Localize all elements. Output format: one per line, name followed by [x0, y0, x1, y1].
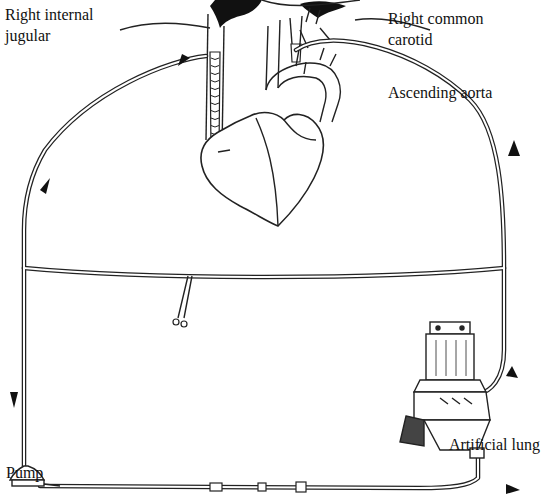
- vessel-label: Right internal jugular: [5, 4, 115, 46]
- heart-septum: [256, 118, 278, 226]
- clamp-ring: [173, 319, 179, 325]
- line-fittings: [210, 482, 306, 492]
- neck-line: [120, 23, 210, 30]
- vessel-label: Right common carotid: [388, 8, 498, 50]
- aortic-arch: [266, 63, 340, 122]
- tubing: [24, 41, 504, 488]
- heart: [201, 113, 323, 226]
- vessel-label: Ascending aorta: [388, 82, 538, 103]
- vein-wall: [206, 14, 208, 140]
- artery-wall: [290, 18, 292, 44]
- device-label: Pump: [6, 462, 43, 483]
- arch-branch: [320, 48, 336, 66]
- chin-line: [262, 0, 360, 5]
- artery-wall: [278, 20, 280, 88]
- heart-pointer: [218, 150, 230, 152]
- bridge-clamp: [178, 276, 192, 318]
- flow-arrows: [10, 54, 520, 494]
- device-label: Artificial lung: [449, 434, 540, 455]
- cannula-holes: [211, 58, 219, 142]
- artery-wall: [266, 26, 268, 90]
- clamp-ring: [181, 321, 187, 327]
- heart-vessel: [284, 120, 316, 140]
- jaw-silhouette: [210, 0, 262, 28]
